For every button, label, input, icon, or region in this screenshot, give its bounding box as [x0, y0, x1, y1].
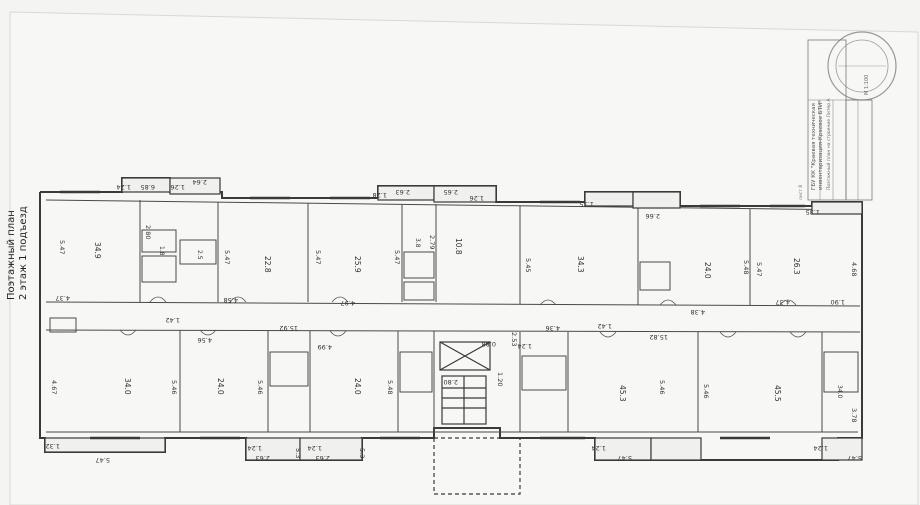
dim-label: 4.56: [198, 336, 212, 344]
dim-label: 5.47: [618, 454, 632, 462]
dim-label: 5.47: [393, 250, 401, 264]
dim-label: 5.3: [294, 448, 302, 458]
top-balconies: [121, 177, 863, 215]
dim-label: 2.63: [256, 454, 270, 462]
dim-label: 2.64: [193, 178, 207, 186]
dim-label: 1.20: [496, 372, 504, 386]
dim-label: 1.28: [373, 191, 387, 199]
scale-label: М 1:100: [864, 75, 870, 95]
dim-label: 5.46: [170, 380, 178, 394]
dim-label: 1.24: [518, 342, 532, 350]
dim-label: 2.65: [444, 188, 458, 196]
plan-title-line2: 2 этаж 1 подъезд: [18, 206, 29, 300]
title-block-stamp: ГБУ КК "Краевая техническая инвентаризац…: [798, 31, 897, 201]
area-label: 34.0: [123, 378, 132, 395]
dim-label: 5.48: [386, 380, 394, 394]
dim-label: 5.47: [755, 262, 763, 276]
dim-label: 5.46: [256, 380, 264, 394]
plan-title-line1: Поэтажный план: [6, 210, 17, 300]
dim-label: 5.47: [223, 250, 231, 264]
area-label: 34.3: [576, 256, 585, 273]
dim-label: 2.63: [316, 454, 330, 462]
area-label: 24.0: [216, 378, 225, 395]
dim-label: 2.79: [428, 235, 436, 249]
dim-label: 4.36: [546, 324, 560, 332]
dimension-labels: 1.24 6.85 1.26 2.64 1.28 2.63 2.65 1.26 …: [46, 178, 862, 464]
dim-label: 3.78: [850, 408, 858, 422]
dim-label: 5.46: [702, 384, 710, 398]
stamp-org-line1: ГБУ КК "Краевая техническая: [811, 103, 817, 190]
dim-label: 4.58: [224, 296, 238, 304]
window-marks: [60, 190, 805, 440]
dim-label: 4.68: [850, 262, 858, 276]
dim-label: 5.48: [742, 260, 750, 274]
dim-label: 1.26: [470, 194, 484, 202]
dim-label: 1.35: [580, 200, 594, 208]
dim-label: 1.42: [166, 316, 180, 324]
dim-label: 5.3: [358, 448, 366, 458]
dim-label: 4.37: [56, 294, 70, 302]
dim-label: 2.63: [396, 188, 410, 196]
dim-label: 4.38: [691, 308, 705, 316]
plan-title: Поэтажный план 2 этаж 1 подъезд: [6, 206, 29, 300]
seal-inner: [835, 39, 889, 93]
dim-label: 5.47: [848, 454, 862, 462]
dim-label: 1.42: [598, 322, 612, 330]
dim-label: 1.24: [248, 444, 262, 452]
dim-label: 15.82: [649, 333, 668, 341]
dim-label: 2.66: [646, 212, 660, 220]
dim-label: 5.47: [58, 240, 66, 254]
inner-walls: [45, 199, 861, 433]
stairwell: [433, 341, 521, 495]
dim-label: 1.35: [806, 208, 820, 216]
area-label: 34.9: [93, 242, 102, 259]
area-label: 45.3: [618, 385, 627, 402]
area-label: 24.0: [353, 378, 362, 395]
stamp-org-line2: инвентаризация-Краевое БТИ": [818, 100, 824, 190]
dim-label: 1.24: [814, 444, 828, 452]
dim-label: 1.24: [308, 444, 322, 452]
dim-label: 4.97: [341, 299, 355, 307]
area-label: 24.0: [703, 262, 712, 279]
dim-label: 2.53: [510, 332, 518, 346]
area-label: 25.9: [353, 256, 362, 273]
dim-label: 2.80: [144, 225, 152, 239]
dim-label: 15.92: [279, 324, 298, 332]
area-label: 1.8: [158, 246, 165, 256]
area-label: 45.5: [773, 385, 782, 402]
paper: [9, 11, 919, 505]
dim-label: 5.45: [524, 258, 532, 272]
dim-label: 2.80: [444, 378, 458, 386]
sheet-label: лист 8: [798, 185, 804, 200]
area-label: 34.0: [836, 385, 843, 399]
dim-label: 1.26: [171, 183, 185, 191]
dim-label: 5.47: [314, 250, 322, 264]
dim-label: 4.99: [318, 343, 332, 351]
area-label: 22.8: [263, 256, 272, 273]
dim-label: 6.85: [141, 183, 155, 191]
dim-label: 0.88: [482, 340, 496, 348]
door-swings: [119, 296, 807, 338]
dim-label: 5.46: [658, 380, 666, 394]
area-label: 2.5: [196, 250, 203, 260]
dim-label: 4.37: [776, 298, 790, 306]
dim-label: 1.32: [46, 442, 60, 450]
dim-label: 4.67: [50, 380, 58, 394]
dim-label: 5.47: [96, 456, 110, 464]
area-label: 10.8: [454, 238, 463, 255]
area-label: 3.8: [414, 238, 421, 248]
dim-label: 1.90: [831, 298, 845, 306]
dim-label: 1.24: [117, 183, 131, 191]
dim-label: 1.24: [592, 444, 606, 452]
stamp-plan-caption: Поэтажный план на строение Литер А: [825, 98, 832, 190]
area-label: 26.3: [792, 258, 801, 275]
